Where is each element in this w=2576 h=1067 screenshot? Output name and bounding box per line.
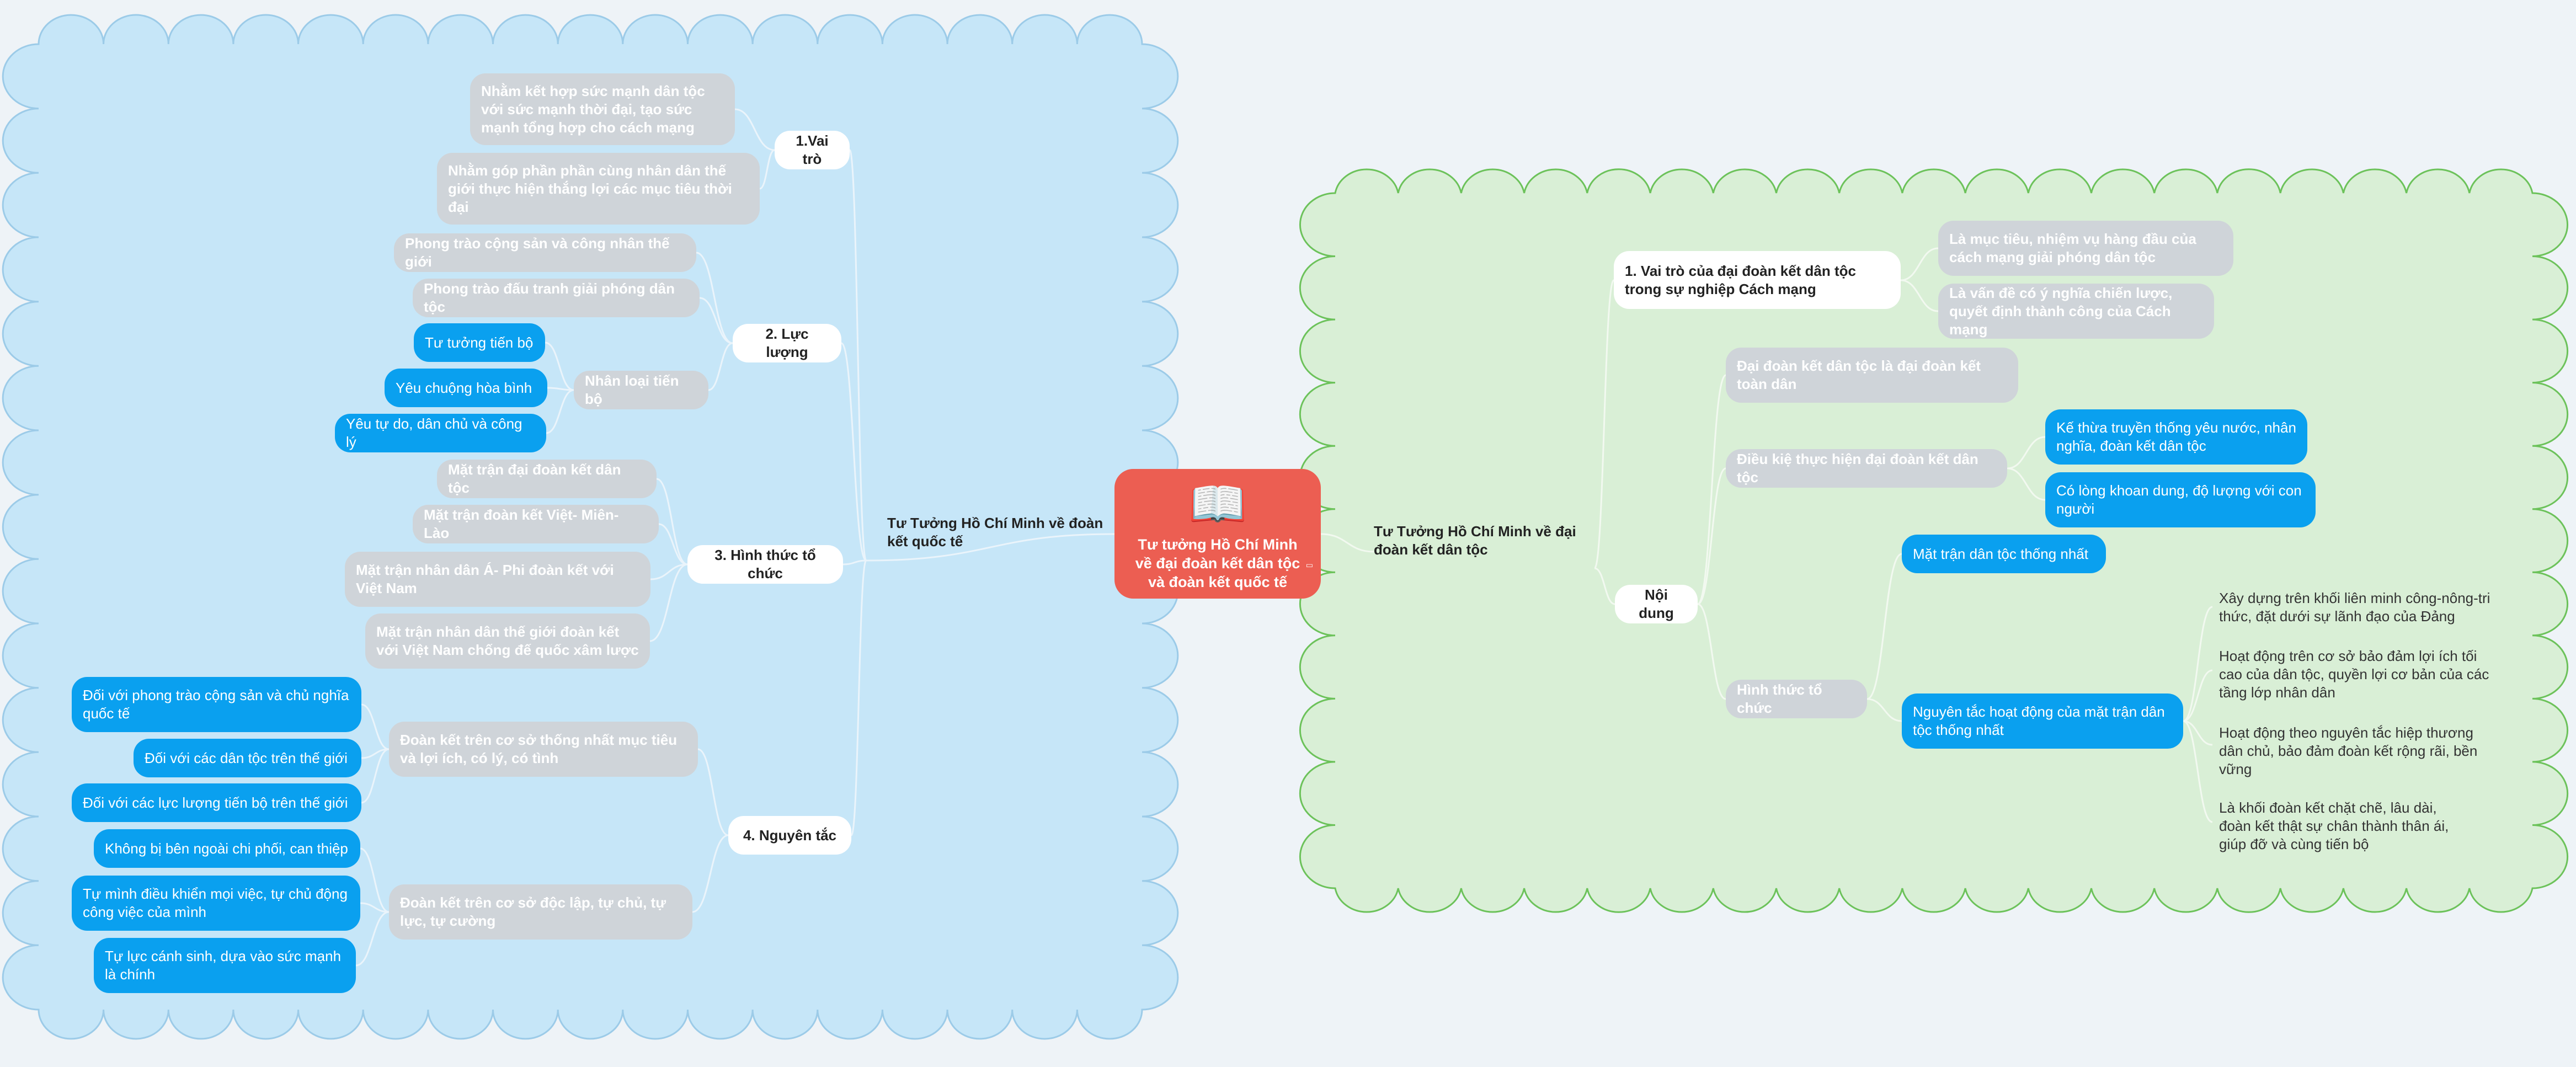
- nguyen-tac-g1-item-1[interactable]: Đối với phong trào cộng sản và chủ nghĩa…: [72, 677, 361, 732]
- connector: [1320, 533, 1374, 553]
- connector: [759, 149, 775, 190]
- connector: [546, 389, 574, 434]
- dieu-kien-item-1[interactable]: Kế thừa truyền thống yêu nước, nhân nghĩ…: [2045, 409, 2307, 465]
- connector: [1866, 698, 1902, 722]
- connector: [697, 748, 729, 836]
- dieu-kien-thuc-hien[interactable]: Điều kiệ thực hiện đại đoàn kết dân tộc: [1726, 449, 2007, 488]
- topic-luc-luong[interactable]: 2. Lực lượng: [733, 324, 841, 362]
- connector: [708, 342, 733, 391]
- tien-bo-item-3[interactable]: Yêu tự do, dân chủ và công lý: [335, 414, 546, 452]
- root-topic[interactable]: 📖 Tư tưởng Hồ Chí Minh về đại đoàn kết d…: [1114, 469, 1321, 599]
- connector: [2183, 720, 2213, 746]
- note-icon[interactable]: ▭: [1305, 561, 1313, 569]
- connector: [696, 252, 733, 344]
- connector: [699, 297, 733, 344]
- connector: [545, 342, 574, 391]
- mat-tran-dan-toc[interactable]: Mặt trận dân tộc thống nhất: [1902, 535, 2106, 573]
- connector: [849, 149, 867, 562]
- luc-luong-item-2[interactable]: Phong trào đấu tranh giải phóng dân tộc: [413, 279, 700, 317]
- hinh-thuc-item-2[interactable]: Mặt trận đoàn kết Việt- Miên- Lào: [413, 505, 659, 543]
- connector: [361, 748, 390, 804]
- vai-tro-item-2[interactable]: Nhằm góp phần phần cùng nhân dân thế giớ…: [437, 153, 760, 225]
- hinh-thuc-to-chuc-right[interactable]: Hình thức tổ chức: [1726, 680, 1867, 718]
- tien-bo-item-2[interactable]: Yêu chuộng hòa bình: [385, 369, 547, 407]
- luc-luong-item-1[interactable]: Phong trào cộng sản và công nhân thế giớ…: [394, 233, 696, 272]
- connector: [355, 911, 390, 967]
- connector: [850, 559, 867, 836]
- nguyen-tac-g2-item-1[interactable]: Không bị bên ngoài chi phối, can thiệp: [94, 829, 360, 868]
- left-branch-title[interactable]: Tư Tưởng Hồ Chí Minh về đoàn kết quốc tế: [887, 515, 1103, 549]
- nhan-loai-tien-bo[interactable]: Nhân loại tiến bộ: [574, 371, 708, 409]
- hinh-thuc-item-4[interactable]: Mặt trận nhân dân thế giới đoàn kết với …: [365, 613, 650, 669]
- connector: [361, 748, 390, 759]
- nguyen-tac-mat-tran[interactable]: Nguyên tắc hoạt động của mặt trận dân tộ…: [1902, 693, 2183, 749]
- connector: [656, 478, 688, 565]
- connector: [734, 108, 775, 151]
- dieu-kien-item-2[interactable]: Có lòng khoan dung, độ lượng với con ngư…: [2045, 472, 2316, 527]
- connector: [2183, 720, 2213, 823]
- connector: [649, 563, 688, 642]
- connector: [2183, 606, 2213, 722]
- topic-hinh-thuc-to-chuc[interactable]: 3. Hình thức tổ chức: [687, 545, 843, 584]
- connector: [1593, 279, 1615, 569]
- connector: [360, 902, 390, 913]
- connector: [2007, 436, 2046, 470]
- right-branch-title[interactable]: Tư Tưởng Hồ Chí Minh về đại đoàn kết dân…: [1374, 523, 1576, 558]
- right-vai-tro-item-2[interactable]: Là vấn đề có ý nghĩa chiến lược, quyết đ…: [1938, 284, 2214, 339]
- nguyen-tac-g1-item-2[interactable]: Đối với các dân tộc trên thế giới: [134, 739, 361, 777]
- connector: [1900, 279, 1939, 312]
- connector: [1697, 467, 1726, 605]
- connector: [650, 563, 688, 580]
- connector: [2007, 467, 2046, 501]
- connector: [2183, 669, 2213, 722]
- open-book-icon: 📖: [1188, 477, 1247, 531]
- right-vai-tro-item-1[interactable]: Là mục tiêu, nhiệm vụ hàng đầu của cách …: [1938, 221, 2233, 276]
- connector: [1697, 374, 1726, 605]
- connector-lines: [355, 108, 2213, 967]
- connector: [361, 703, 390, 750]
- hinh-thuc-item-3[interactable]: Mặt trận nhân dân Á- Phi đoàn kết với Vi…: [345, 552, 650, 607]
- connector: [1866, 553, 1902, 700]
- mat-tran-item-4[interactable]: Là khối đoàn kết chặt chẽ, lâu dài, đoàn…: [2219, 799, 2449, 852]
- vai-tro-item-1[interactable]: Nhằm kết hợp sức mạnh dân tộc với sức mạ…: [470, 73, 735, 145]
- noi-dung-toan-dan[interactable]: Đại đoàn kết dân tộc là đại đoàn kết toà…: [1726, 348, 2018, 403]
- connector: [840, 342, 867, 562]
- connector: [866, 533, 1115, 562]
- connector: [1900, 247, 1939, 281]
- topic-vai-tro-dai-doan-ket[interactable]: 1. Vai trò của đại đoàn kết dân tộc tron…: [1614, 251, 1901, 309]
- connector: [692, 834, 729, 913]
- connector: [658, 523, 688, 565]
- hinh-thuc-item-1[interactable]: Mặt trận đại đoàn kết dân tộc: [437, 460, 657, 498]
- root-title: Tư tưởng Hồ Chí Minh về đại đoàn kết dân…: [1135, 536, 1300, 590]
- connector: [842, 559, 867, 565]
- nguyen-tac-g1-item-3[interactable]: Đối với các lực lượng tiến bộ trên thế g…: [72, 783, 361, 822]
- connector: [1697, 603, 1726, 700]
- nguyen-tac-g2-item-3[interactable]: Tự lực cánh sinh, dựa vào sức mạnh là ch…: [94, 938, 356, 993]
- nguyen-tac-group-1[interactable]: Đoàn kết trên cơ sở thống nhất mục tiêu …: [389, 722, 698, 777]
- nguyen-tac-g2-item-2[interactable]: Tự mình điều khiển mọi việc, tự chủ động…: [72, 876, 360, 931]
- topic-vai-tro[interactable]: 1.Vai trò: [775, 131, 850, 169]
- mat-tran-item-3[interactable]: Hoạt động theo nguyên tắc hiệp thương dâ…: [2219, 724, 2478, 777]
- topic-noi-dung[interactable]: Nội dung: [1615, 585, 1698, 623]
- nguyen-tac-group-2[interactable]: Đoàn kết trên cơ sở độc lập, tự chủ, tự …: [389, 884, 692, 940]
- connector: [360, 847, 390, 913]
- tien-bo-item-1[interactable]: Tư tưởng tiến bộ: [414, 323, 545, 362]
- connector: [1594, 567, 1615, 605]
- mat-tran-item-1[interactable]: Xây dựng trên khối liên minh công-nông-t…: [2219, 590, 2490, 625]
- topic-nguyen-tac[interactable]: 4. Nguyên tắc: [728, 816, 851, 855]
- mat-tran-item-2[interactable]: Hoạt động trên cơ sở bảo đảm lợi ích tối…: [2219, 648, 2489, 701]
